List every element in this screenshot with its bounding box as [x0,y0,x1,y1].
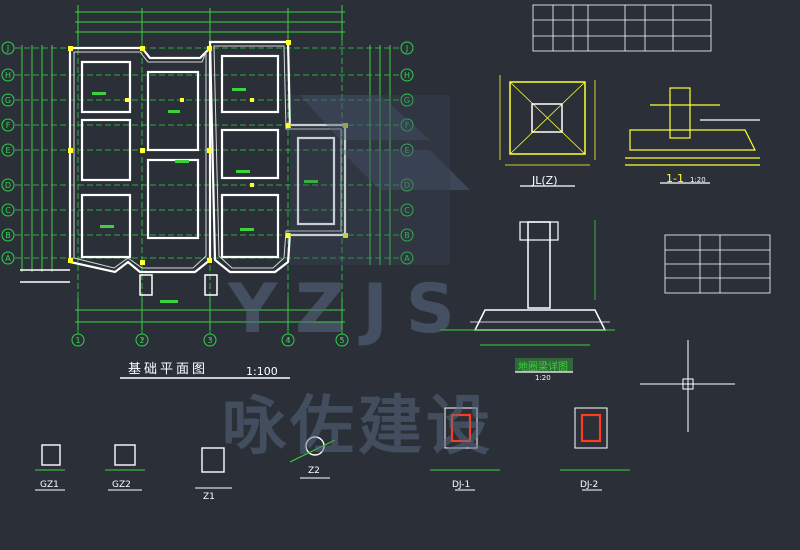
gz1-detail [35,444,65,491]
dj1-detail [430,407,500,491]
axis-bubble-right-C: C [400,203,414,217]
column-markers [68,40,348,265]
svg-text:A: A [5,254,11,263]
axis-bubble-left-A: A [1,251,15,265]
axis-bubble-right-A: A [400,251,414,265]
porch-outline [20,269,218,296]
axis-bubble-left-B: B [1,228,15,242]
gz2-detail [105,444,145,491]
svg-text:1: 1 [75,336,80,345]
svg-text:C: C [404,206,410,215]
axis-bubble-right-J: J [400,41,414,55]
axis-bubble-left-F: F [1,118,15,132]
material-table [664,234,771,294]
axis-bubble-right-B: B [400,228,414,242]
axis-bubble-left-E: E [1,143,15,157]
plan-title: 基础平面图 [128,362,209,377]
svg-text:3: 3 [207,336,212,345]
axis-bubble-right-H: H [400,68,414,82]
left-dimension-lines [21,45,53,272]
svg-text:J: J [405,44,408,53]
svg-text:4: 4 [285,336,290,345]
dj2-label: DJ-2 [580,480,599,490]
dj2-detail [560,407,630,491]
axis-bubble-left-C: C [1,203,15,217]
watermark-logo [290,95,470,265]
watermark-latin: YZJS [228,270,473,349]
svg-text:B: B [404,231,410,240]
axis-bubble-left-D: D [1,178,15,192]
foundation-walls [68,40,347,274]
section-1-1-scale: 1:20 [690,176,706,184]
z2-label: Z2 [308,466,320,476]
ring-beam-scale: 1:20 [535,374,551,382]
svg-text:J: J [6,44,9,53]
jl-footing-detail [499,75,596,187]
svg-text:E: E [5,146,10,155]
section-1-1 [625,87,760,184]
axis-bubble-bottom-3: 3 [203,333,217,347]
watermark-chinese: 咏佐建设 [222,390,494,464]
axis-bubble-left-H: H [1,68,15,82]
rebar-table [532,4,712,52]
svg-text:H: H [5,71,11,80]
svg-text:F: F [6,121,11,130]
axis-bubble-left-G: G [1,93,15,107]
axis-bubble-bottom-5: 5 [335,333,349,347]
svg-text:D: D [5,181,11,190]
top-dimension-lines [75,5,345,40]
svg-text:2: 2 [139,336,144,345]
svg-text:H: H [404,71,410,80]
svg-text:C: C [5,206,11,215]
svg-text:G: G [404,96,410,105]
axis-bubble-bottom-2: 2 [135,333,149,347]
dj1-label: DJ-1 [452,480,471,490]
foundation-walls-inner [73,45,342,269]
gz1-label: GZ1 [40,480,59,490]
z1-label: Z1 [203,492,215,502]
axis-bubble-bottom-1: 1 [71,333,85,347]
svg-text:B: B [5,231,11,240]
plan-scale: 1:100 [246,365,278,378]
crosshair-cursor [640,340,735,432]
z2-detail [289,436,336,479]
jl-detail-label: JL(Z) [532,174,558,187]
svg-text:A: A [404,254,410,263]
plan-annotations [92,88,318,303]
gz2-label: GZ2 [112,480,131,490]
svg-text:5: 5 [339,336,344,345]
axis-bubble-bottom-4: 4 [281,333,295,347]
z1-detail [195,447,232,489]
ring-beam-section [440,220,615,373]
section-1-1-label: 1-1 [666,172,684,185]
svg-text:G: G [5,96,11,105]
ring-beam-label: 地圈梁详图 [518,362,568,373]
axis-bubble-right-G: G [400,93,414,107]
axis-bubble-left-J: J [1,41,15,55]
